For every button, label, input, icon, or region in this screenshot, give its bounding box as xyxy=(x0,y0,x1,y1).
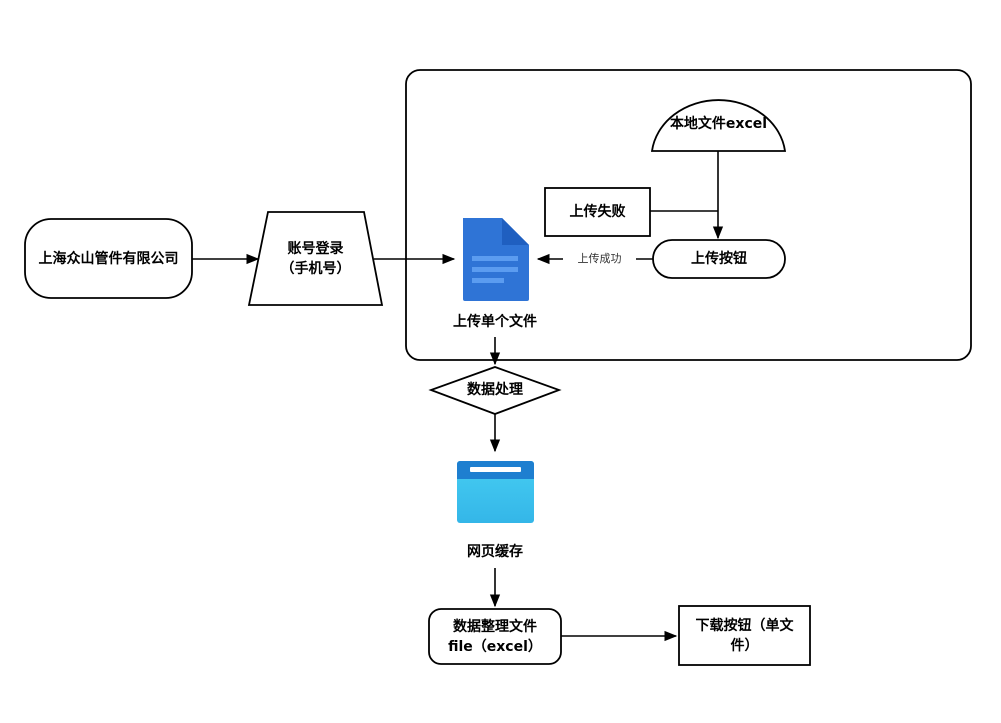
download-node-shape xyxy=(678,605,811,666)
login-text-line2: （手机号） xyxy=(280,260,351,277)
login-node-shape xyxy=(247,211,384,306)
upload-fail-label: 上传失败 xyxy=(545,188,650,236)
upload-fail-node-shape xyxy=(544,187,651,237)
company-text: 上海众山管件有限公司 xyxy=(38,250,179,267)
upload-success-text: 上传成功 xyxy=(577,252,622,265)
upload-button-text: 上传按钮 xyxy=(691,251,747,267)
organize-text-line2: file（excel） xyxy=(448,638,542,655)
local-file-text: 本地文件excel xyxy=(669,116,768,132)
web-cache-icon xyxy=(457,461,534,523)
upload-success-label: 上传成功 xyxy=(563,250,636,268)
login-text-line1: 账号登录 xyxy=(287,240,344,257)
web-cache-label: 网页缓存 xyxy=(440,540,550,564)
data-processing-label: 数据处理 xyxy=(431,378,559,402)
upload-group-container xyxy=(405,69,972,361)
download-label: 下载按钮（单文 件） xyxy=(679,606,810,665)
document-icon xyxy=(463,218,529,301)
local-file-label: 本地文件excel xyxy=(652,110,785,138)
download-text-line2: 件） xyxy=(730,637,759,654)
organize-label: 数据整理文件 file（excel） xyxy=(429,609,561,664)
upload-button-label: 上传按钮 xyxy=(653,240,785,278)
upload-single-file-text: 上传单个文件 xyxy=(453,314,537,330)
organize-text-line1: 数据整理文件 xyxy=(453,618,537,635)
upload-single-file-label: 上传单个文件 xyxy=(435,310,555,334)
download-text-line1: 下载按钮（单文 xyxy=(695,617,794,634)
data-processing-text: 数据处理 xyxy=(467,382,523,398)
login-label: 账号登录 （手机号） xyxy=(249,212,382,305)
upload-fail-text: 上传失败 xyxy=(569,204,626,220)
company-label: 上海众山管件有限公司 xyxy=(25,219,192,298)
web-cache-text: 网页缓存 xyxy=(467,544,523,560)
local-file-node-shape xyxy=(650,99,787,152)
